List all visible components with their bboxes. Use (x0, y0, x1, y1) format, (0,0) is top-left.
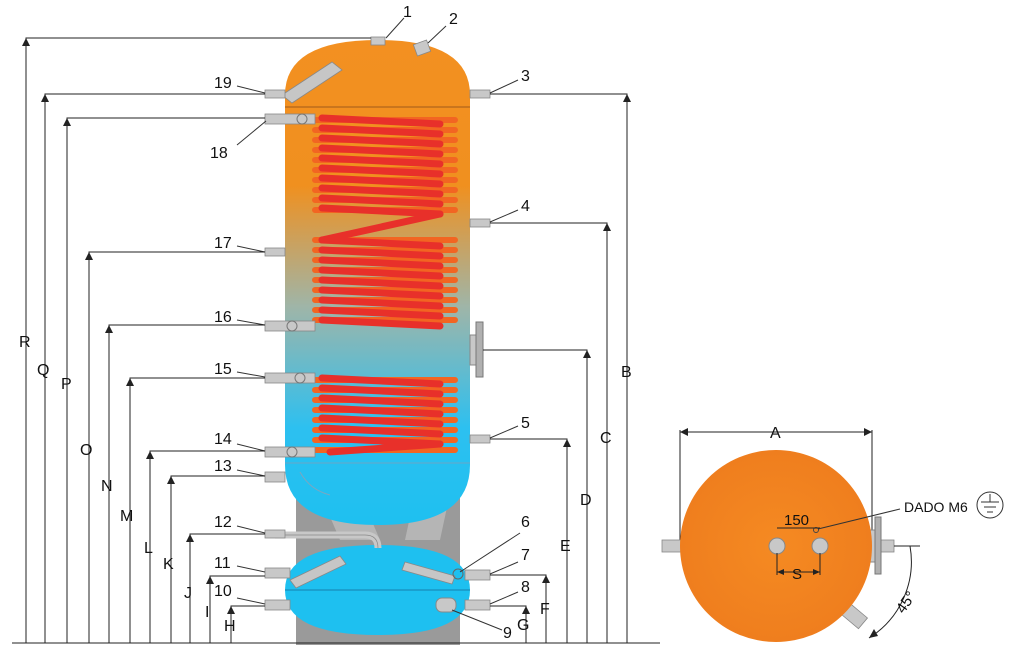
dim-E: E (560, 538, 571, 555)
dim-N: N (101, 478, 113, 495)
dim-Q: Q (37, 362, 49, 379)
label-17: 17 (214, 235, 232, 252)
dim-J: J (184, 585, 192, 602)
dim-C: C (600, 430, 612, 447)
dim-P: P (61, 376, 72, 393)
plan-spacing-letter: S (792, 566, 802, 583)
dim-M: M (120, 508, 133, 525)
dim-B: B (621, 364, 632, 381)
left-dimensions: R Q P O N M L K J I (12, 37, 660, 644)
ground-icon (976, 491, 1004, 519)
nut-label: DADO M6 (904, 499, 968, 515)
label-15: 15 (214, 361, 232, 378)
label-5: 5 (521, 415, 530, 432)
dim-O: O (80, 442, 92, 459)
label-6: 6 (521, 514, 530, 531)
label-2: 2 (449, 11, 458, 28)
connection-labels: 1 2 3 4 5 6 7 8 9 10 11 12 13 14 15 16 1… (210, 4, 530, 642)
label-16: 16 (214, 309, 232, 326)
plan-spacing-label: 150 (784, 512, 809, 529)
dim-H: H (224, 618, 236, 635)
dim-D: D (580, 492, 592, 509)
dim-K: K (163, 556, 174, 573)
label-14: 14 (214, 431, 232, 448)
label-11: 11 (214, 555, 231, 572)
label-7: 7 (521, 547, 530, 564)
lower-coil (312, 374, 458, 456)
label-10: 10 (214, 583, 232, 600)
angle-label: 45° (893, 588, 920, 616)
upper-coil (312, 114, 458, 330)
label-1: 1 (403, 4, 412, 21)
dim-I: I (205, 604, 209, 621)
label-13: 13 (214, 458, 232, 475)
label-3: 3 (521, 68, 530, 85)
pipe-stubs (264, 36, 491, 611)
dim-L: L (144, 540, 153, 557)
dim-R: R (19, 334, 31, 351)
label-18: 18 (210, 145, 228, 162)
dim-G: G (517, 617, 529, 634)
plan-width-letter: A (770, 425, 781, 442)
dim-F: F (540, 601, 550, 618)
plan-view: A 150 S DADO M6 (661, 425, 1004, 642)
label-19: 19 (214, 75, 232, 92)
label-4: 4 (521, 198, 530, 215)
label-9: 9 (503, 625, 512, 642)
label-8: 8 (521, 579, 530, 596)
lower-tank (275, 531, 470, 635)
right-dimensions: B C D E F G (483, 93, 632, 643)
label-12: 12 (214, 514, 232, 531)
